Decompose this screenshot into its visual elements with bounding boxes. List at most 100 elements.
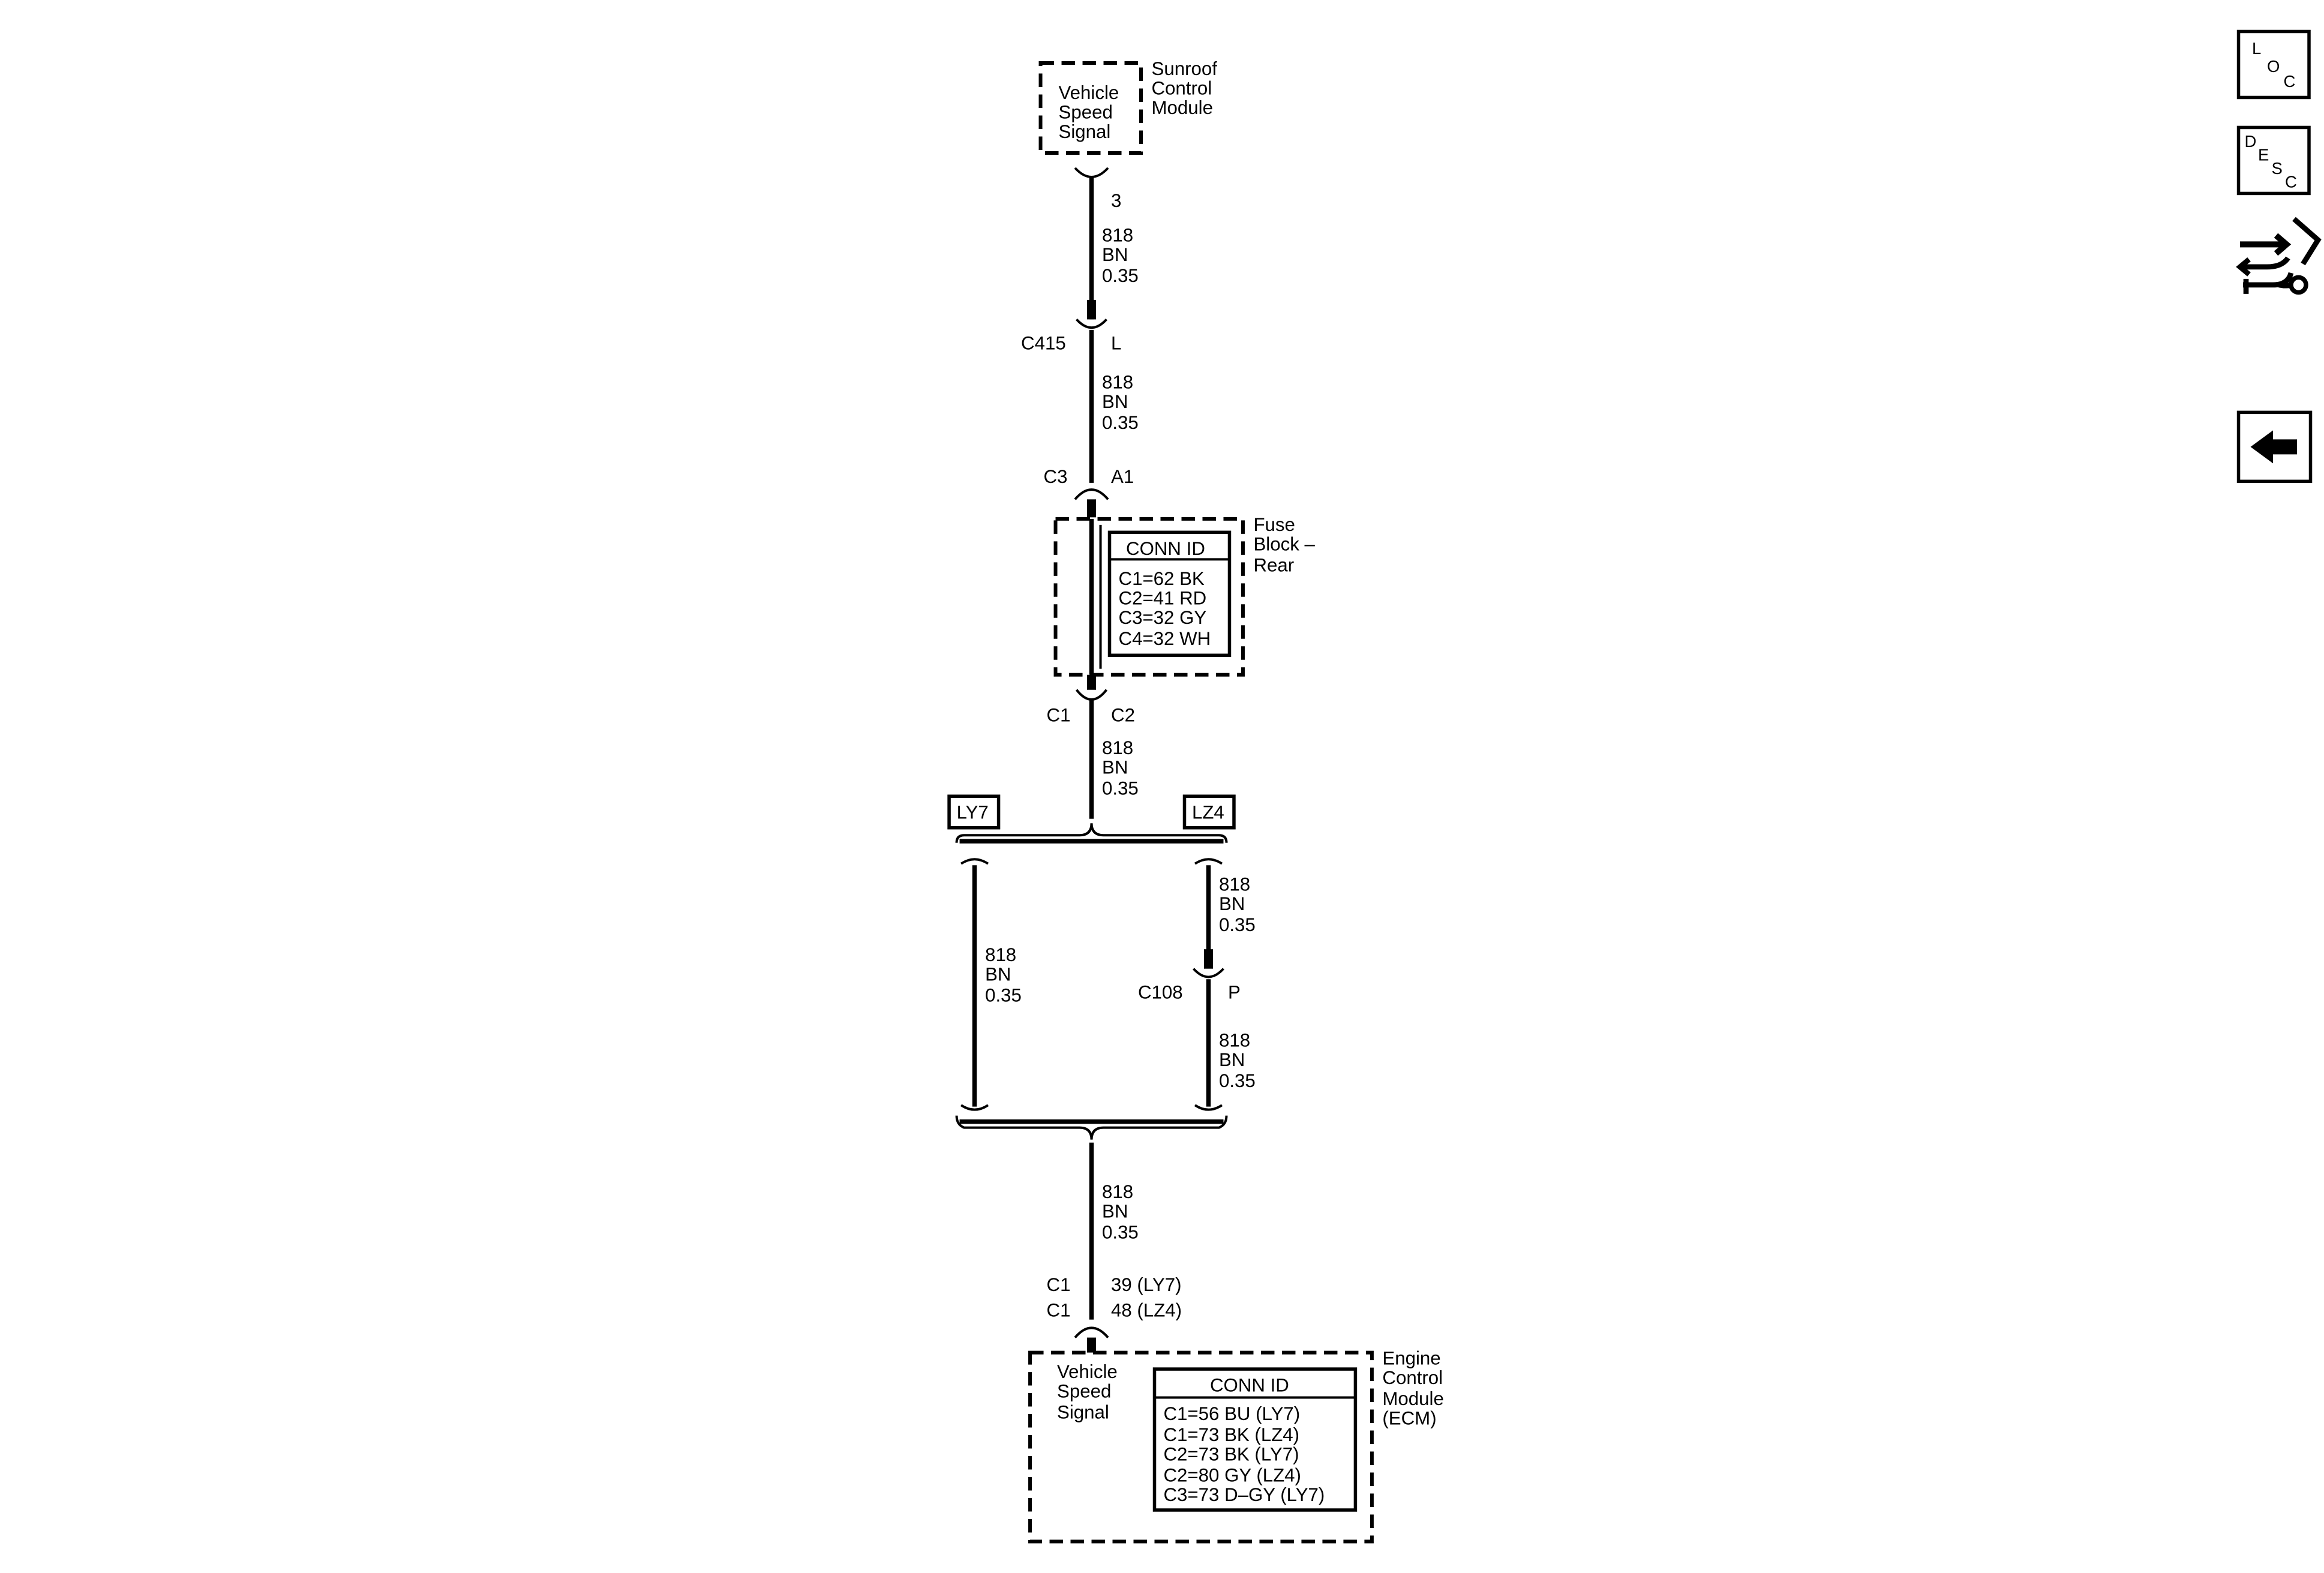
wire1-color: BN <box>1102 244 1128 265</box>
ecm-conn-row: C1=56 BU (LY7) <box>1163 1403 1300 1424</box>
fuse-conn-row: C1=62 BK <box>1119 568 1205 589</box>
left-arrow-icon <box>2250 430 2298 464</box>
wrench-arrows-icon[interactable] <box>2234 210 2322 300</box>
wire4-circuit: 818 <box>1102 1181 1133 1202</box>
fuse-out-id: C1 <box>1047 704 1071 725</box>
fuse-in-pin <box>1087 499 1097 518</box>
wire3-circuit: 818 <box>1102 737 1133 758</box>
ly7-wire-color: BN <box>985 964 1011 985</box>
ecm-conn-title: CONN ID <box>1210 1375 1289 1396</box>
ecm-conn-1-pin: 39 (LY7) <box>1111 1274 1181 1295</box>
loc-letter-c: C <box>2284 72 2296 91</box>
ecm-name-line2: Control <box>1382 1367 1443 1388</box>
fuse-conn-table <box>1107 530 1232 658</box>
fuse-block-name-line2: Block – <box>1253 533 1315 554</box>
fuse-block-name-line3: Rear <box>1253 554 1294 575</box>
c415-male-pin <box>1087 299 1097 320</box>
ecm-signal-line3: Signal <box>1057 1402 1109 1423</box>
desc-button[interactable]: D E S C <box>2236 125 2311 196</box>
wire4-color: BN <box>1102 1201 1128 1222</box>
ecm-terminal <box>1074 1326 1109 1338</box>
wire3-color: BN <box>1102 757 1128 778</box>
ecm-signal-line2: Speed <box>1057 1381 1111 1402</box>
ecm-conn-row: C2=73 BK (LY7) <box>1163 1444 1299 1465</box>
sunroof-signal-line1: Vehicle <box>1059 82 1119 103</box>
fuse-conn-title: CONN ID <box>1126 538 1205 559</box>
c415-pin: L <box>1111 332 1121 353</box>
option-join-bottom <box>955 1115 1228 1140</box>
sunroof-signal-line3: Signal <box>1059 121 1111 142</box>
ecm-name-line4: (ECM) <box>1382 1408 1436 1429</box>
option-label-ly7: LY7 <box>957 802 989 823</box>
ecm-conn-row: C1=73 BK (LZ4) <box>1163 1424 1299 1445</box>
ly7-wire-circuit: 818 <box>985 944 1016 965</box>
wire1-circuit: 818 <box>1102 224 1133 245</box>
ecm-name-line1: Engine <box>1382 1348 1440 1369</box>
wire4-gauge: 0.35 <box>1102 1222 1139 1243</box>
sunroof-name-line2: Control <box>1152 77 1212 98</box>
ecm-pin <box>1087 1337 1097 1353</box>
lz4-lower-color: BN <box>1219 1049 1245 1070</box>
lz4-upper-gauge: 0.35 <box>1219 914 1256 935</box>
c415-id: C415 <box>1021 332 1066 353</box>
ly7-bottom-terminal <box>960 1104 989 1111</box>
desc-letter-d: D <box>2245 132 2257 151</box>
fuse-conn-row: C3=32 GY <box>1119 607 1207 628</box>
sunroof-signal-line2: Speed <box>1059 101 1113 122</box>
fuse-in-terminal <box>1074 488 1109 500</box>
ecm-conn-2-id: C1 <box>1047 1300 1071 1321</box>
wire2-gauge: 0.35 <box>1102 412 1139 433</box>
wire1-gauge: 0.35 <box>1102 265 1139 286</box>
lz4-lower-circuit: 818 <box>1219 1030 1250 1051</box>
ly7-wire-gauge: 0.35 <box>985 985 1022 1006</box>
wire2-color: BN <box>1102 391 1128 412</box>
c415-female-terminal <box>1076 319 1108 329</box>
option-box-lz4 <box>1182 794 1236 830</box>
fuse-out-pin-label: C2 <box>1111 704 1135 725</box>
engine-control-module: Vehicle Speed Signal CONN ID C1=56 BU (L… <box>1028 1348 1444 1544</box>
ecm-conn-table <box>1152 1367 1358 1512</box>
fuse-conn-row: C4=32 WH <box>1119 628 1211 649</box>
desc-letter-c: C <box>2285 172 2297 191</box>
ecm-signal-line1: Vehicle <box>1057 1361 1118 1382</box>
lz4-bottom-terminal <box>1194 1104 1223 1111</box>
desc-letter-s: S <box>2272 159 2283 178</box>
wire2-circuit: 818 <box>1102 371 1133 392</box>
fuse-block-rear: CONN ID C1=62 BK C2=41 RD C3=32 GY C4=32… <box>1053 514 1316 677</box>
c108-id: C108 <box>1138 982 1183 1003</box>
c108-male-pin <box>1203 949 1213 969</box>
sunroof-terminal <box>1074 167 1109 178</box>
sunroof-name-line1: Sunroof <box>1152 58 1218 79</box>
option-box-ly7 <box>947 794 1001 830</box>
fuse-in-pin-label: A1 <box>1111 466 1134 487</box>
option-split-top <box>955 823 1228 843</box>
fuse-in-id: C3 <box>1044 466 1068 487</box>
ecm-conn-1-id: C1 <box>1047 1274 1071 1295</box>
back-button[interactable] <box>2236 410 2313 484</box>
sunroof-pin: 3 <box>1111 190 1121 211</box>
ecm-name-line3: Module <box>1382 1388 1443 1409</box>
sunroof-control-module: Vehicle Speed Signal Sunroof Control Mod… <box>1038 58 1218 155</box>
loc-button[interactable]: L O C <box>2236 29 2311 100</box>
loc-letter-l: L <box>2252 39 2261 58</box>
fuse-block-name-line1: Fuse <box>1253 514 1295 535</box>
fuse-conn-row: C2=41 RD <box>1119 587 1207 608</box>
fuse-out-terminal <box>1075 689 1108 701</box>
ecm-conn-2-pin: 48 (LZ4) <box>1111 1300 1182 1321</box>
option-label-lz4: LZ4 <box>1192 802 1224 823</box>
lz4-lower-gauge: 0.35 <box>1219 1070 1256 1091</box>
sunroof-name-line3: Module <box>1152 97 1213 118</box>
lz4-upper-color: BN <box>1219 893 1245 914</box>
lz4-top-terminal <box>1194 858 1223 865</box>
ecm-conn-row: C2=80 GY (LZ4) <box>1163 1465 1301 1486</box>
fuse-out-pin <box>1087 674 1097 690</box>
c108-pin: P <box>1228 982 1241 1003</box>
wire3-gauge: 0.35 <box>1102 778 1139 799</box>
ecm-conn-row: C3=73 D–GY (LY7) <box>1163 1484 1325 1505</box>
c108-female-terminal <box>1193 968 1224 978</box>
desc-letter-e: E <box>2258 145 2269 164</box>
loc-letter-o: O <box>2267 57 2280 76</box>
ly7-top-terminal <box>960 858 989 865</box>
lz4-upper-circuit: 818 <box>1219 874 1250 895</box>
